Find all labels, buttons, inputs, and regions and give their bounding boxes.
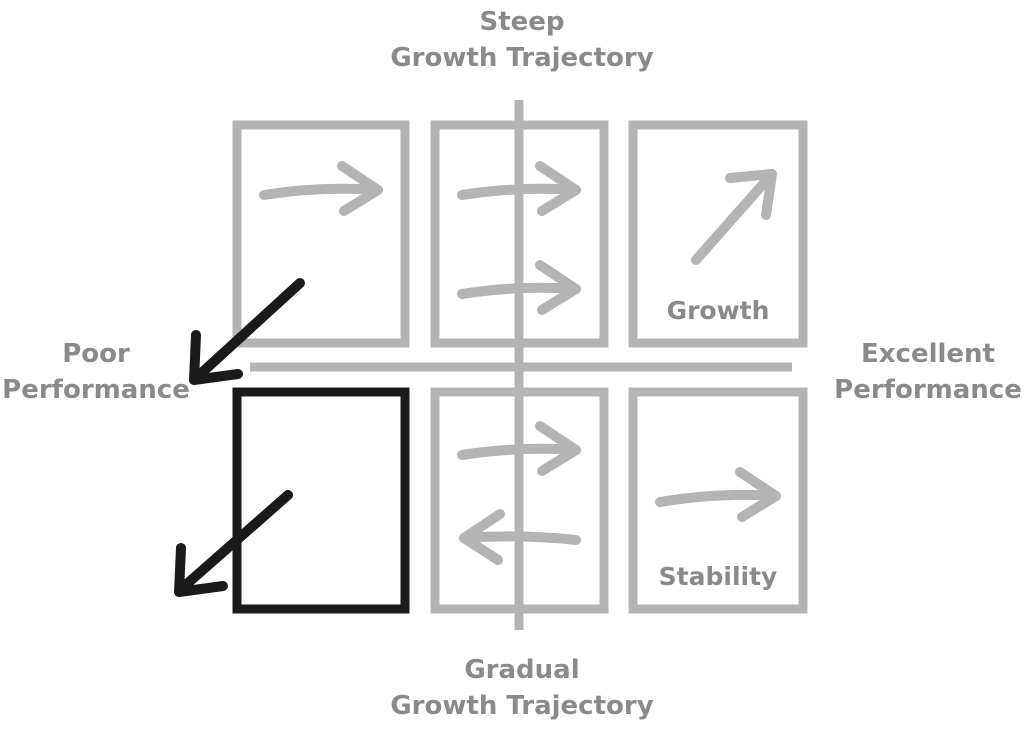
box-bottom-right	[628, 387, 808, 614]
box-top-left	[232, 120, 410, 348]
arrow-diagonal-down-left-icon	[174, 490, 293, 597]
arrow-right-icon	[655, 467, 781, 522]
axis-label-bottom: Gradual Growth Trajectory	[312, 652, 732, 724]
arrow-right-icon	[457, 161, 581, 216]
axis-label-left-line1: Poor	[62, 339, 130, 369]
quadrant-label-stability: Stability	[658, 562, 778, 591]
box-top-right	[628, 120, 808, 348]
arrow-right-icon	[457, 260, 581, 315]
axis-label-right: Excellent Performance	[832, 336, 1024, 408]
arrow-diagonal-up-right-icon	[691, 169, 777, 265]
arrow-diagonal-down-left-icon	[189, 278, 305, 385]
axis-label-top: Steep Growth Trajectory	[312, 4, 732, 76]
axis-label-bottom-line2: Growth Trajectory	[390, 691, 654, 721]
axis-label-right-line1: Excellent	[861, 339, 995, 369]
axis-label-right-line2: Performance	[834, 375, 1022, 405]
arrow-left-icon	[459, 509, 581, 565]
box-bottom-left-highlighted	[232, 387, 410, 614]
axis-label-left: Poor Performance	[0, 336, 192, 408]
axis-label-bottom-line1: Gradual	[464, 655, 580, 685]
axis-label-top-line1: Steep	[479, 7, 565, 37]
axis-label-left-line2: Performance	[2, 375, 190, 405]
axis-label-top-line2: Growth Trajectory	[390, 43, 654, 73]
arrow-right-icon	[457, 421, 581, 476]
arrow-right-icon	[259, 161, 383, 216]
quadrant-label-growth: Growth	[666, 296, 770, 325]
